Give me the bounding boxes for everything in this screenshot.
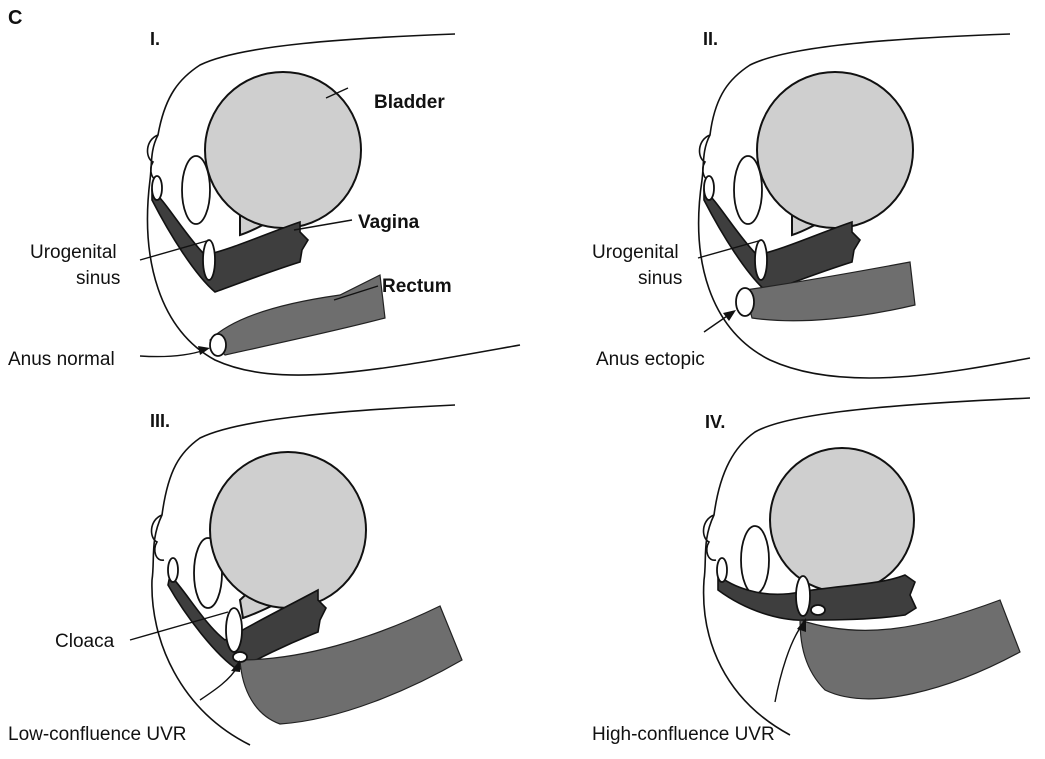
- panel-1-rectum: [210, 275, 385, 355]
- panel-1-caption: Anus normal: [8, 349, 115, 370]
- panel-3-cloaca-ring: [226, 608, 242, 652]
- panel-1-numeral: I.: [150, 29, 160, 49]
- panel-letter: C: [8, 7, 22, 29]
- panel-2: II. Urogenital sinus Anus ectopic: [592, 29, 1030, 378]
- label-bladder: Bladder: [374, 92, 445, 113]
- panel-1-sinus-ring: [203, 240, 215, 280]
- panel-4-confluence-opening: [811, 605, 825, 615]
- panel-1-bladder: [205, 72, 361, 235]
- panel-2-caption: Anus ectopic: [596, 349, 705, 370]
- panel-4-uvr-pointer: [775, 624, 803, 702]
- panel-4-bladder: [770, 448, 914, 592]
- panel-1-labia-outline: [148, 135, 160, 180]
- panel-2-anus: [736, 288, 754, 316]
- panel-3-callout: Cloaca: [55, 631, 115, 652]
- panel-1-anus: [210, 334, 226, 356]
- label-rectum: Rectum: [382, 276, 452, 297]
- panel-3-bladder: [210, 452, 366, 618]
- panel-2-bladder: [757, 72, 913, 235]
- panel-1-callout-line1: Urogenital: [30, 242, 117, 263]
- panel-4-numeral: IV.: [705, 412, 725, 432]
- panel-4: IV. High-confluence UVR: [592, 398, 1030, 745]
- panel-1-anus-pointer: [140, 350, 205, 357]
- panel-2-urethral-opening: [704, 176, 714, 200]
- panel-4-urethral-opening: [717, 558, 727, 582]
- label-vagina: Vagina: [358, 212, 420, 233]
- panel-2-numeral: II.: [703, 29, 718, 49]
- panel-3-caption: Low-confluence UVR: [8, 724, 186, 745]
- panel-2-anus-arrowhead: [723, 310, 736, 321]
- panel-1-urethral-opening: [152, 176, 162, 200]
- panel-1: I. Bladder Vagina Rectum Urogenital sinu…: [8, 29, 520, 375]
- panel-3: III. Cloaca Low-confluence UVR: [8, 405, 462, 745]
- panel-4-pubic-bone: [741, 526, 769, 594]
- panel-4-confluence-ring: [796, 576, 810, 616]
- panel-3-urethral-opening: [168, 558, 178, 582]
- panel-2-sinus-ring: [755, 240, 767, 280]
- panel-3-numeral: III.: [150, 411, 170, 431]
- panel-1-callout-line2: sinus: [76, 268, 120, 289]
- panel-2-callout-line1: Urogenital: [592, 242, 679, 263]
- panel-4-caption: High-confluence UVR: [592, 724, 775, 745]
- panel-2-labia-outline: [700, 135, 712, 180]
- panel-2-callout-line2: sinus: [638, 268, 682, 289]
